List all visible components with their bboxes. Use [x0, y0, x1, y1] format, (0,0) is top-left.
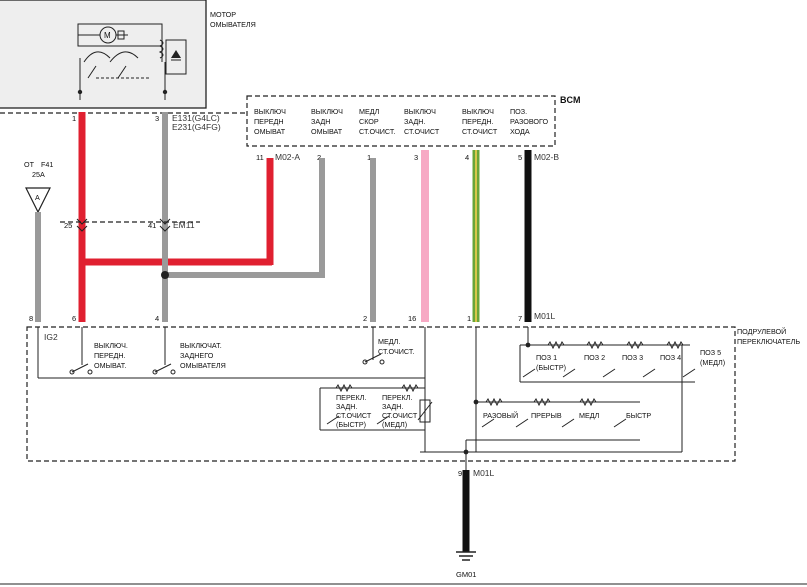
- bcm-pin-2: 2: [317, 153, 321, 162]
- fuse-triangle: [25, 187, 51, 214]
- splice-dot: [161, 271, 169, 279]
- fuse-rating: 25A: [32, 170, 45, 179]
- bcm-label-6-line-2: РАЗОВОГО: [510, 117, 549, 126]
- bcm-label-1-line-3: ОМЫВАТ: [254, 127, 286, 136]
- bcm-label-2-line-2: ЗАДН: [311, 117, 330, 126]
- pos-4: ПОЗ 4: [660, 353, 681, 362]
- bcm-label-6-line-3: ХОДА: [510, 127, 530, 136]
- sw-rear-fast-2: ЗАДН.: [336, 402, 357, 411]
- bcm-label-4-line-3: СТ.ОЧИСТ: [404, 127, 440, 136]
- motor-symbol: M: [77, 23, 187, 100]
- bcm-label-6-line-1: ПОЗ.: [510, 107, 527, 116]
- bcm-label-4-line-2: ЗАДН.: [404, 117, 425, 126]
- mode-single: РАЗОВЫЙ: [483, 411, 518, 420]
- switch-pin-1: 1: [467, 314, 471, 323]
- bcm-pin-11: 11: [256, 153, 264, 162]
- bcm-pin-3: 3: [414, 153, 418, 162]
- sw-slow-1: МЕДЛ.: [378, 337, 400, 346]
- switch-pin-8: 8: [29, 314, 33, 323]
- splice-connector: EM11: [173, 220, 195, 230]
- sw-rear-fast-1: ПЕРЕКЛ.: [336, 393, 366, 402]
- mode-fast: БЫСТР: [626, 411, 651, 420]
- sw-front-washer-3: ОМЫВАТ.: [94, 361, 126, 370]
- bcm-pins: 11 2 1 3 4 5: [256, 153, 522, 162]
- bcm-label-3-line-2: СКОР: [359, 117, 379, 126]
- switch-pin-bottom: 9: [458, 469, 462, 478]
- switch-pin-16: 16: [408, 314, 416, 323]
- sw-slow-2: СТ.ОЧИСТ.: [378, 347, 414, 356]
- sw-rear-washer-2: ЗАДНЕГО: [180, 351, 214, 360]
- sw-rear-slow-4: (МЕДЛ): [382, 420, 407, 429]
- switch-title-line2: ПЕРЕКЛЮЧАТЕЛЬ: [737, 337, 800, 346]
- bcm-label-1-line-2: ПЕРЕДН: [254, 117, 284, 126]
- bcm-connector-right: M02-B: [534, 152, 559, 162]
- motor-pin-3: 3: [155, 114, 159, 123]
- bcm-pin-4: 4: [465, 153, 469, 162]
- washer-motor-block: МОТОР ОМЫВАТЕЛЯ M 1 3 E131(G4LC): [0, 0, 256, 132]
- motor-connector-1: E131(G4LC): [172, 113, 220, 123]
- sw-front-washer-1: ВЫКЛЮЧ.: [94, 341, 128, 350]
- pos-1: ПОЗ 1: [536, 353, 557, 362]
- switch-pin-2: 2: [363, 314, 367, 323]
- bcm-connector-left: M02-A: [275, 152, 300, 162]
- fuse-name: F41: [41, 160, 53, 169]
- motor-title-line1: МОТОР: [210, 10, 236, 19]
- mode-slow: МЕДЛ: [579, 411, 600, 420]
- mode-interval: ПРЕРЫВ: [531, 411, 562, 420]
- bcm-pin-5: 5: [518, 153, 522, 162]
- bcm-label-5-line-2: ПЕРЕДН.: [462, 117, 494, 126]
- splice-pin-25: 25: [64, 221, 72, 230]
- bcm-label-3-line-3: СТ.ОЧИСТ.: [359, 127, 395, 136]
- bcm-labels: ВЫКЛЮЧПЕРЕДНОМЫВАТВЫКЛЮЧЗАДНОМЫВАТМЕДЛСК…: [254, 107, 549, 136]
- bcm-pin-1: 1: [367, 153, 371, 162]
- switch-connector-bottom: M01L: [473, 468, 495, 478]
- fuse-f41: ОТ F41 25A A: [24, 160, 53, 214]
- motor-pin-1: 1: [72, 114, 76, 123]
- ground-gm01: GM01: [456, 551, 476, 579]
- switch-pin-6: 6: [72, 314, 76, 323]
- sw-rear-fast-4: (БЫСТР): [336, 420, 366, 429]
- fuse-letter: A: [35, 193, 40, 202]
- pos-5-sub: (МЕДЛ): [700, 358, 725, 367]
- pos-2: ПОЗ 2: [584, 353, 605, 362]
- switch-title-line1: ПОДРУЛЕВОЙ: [737, 327, 786, 336]
- bcm-block: BCM ВЫКЛЮЧПЕРЕДНОМЫВАТВЫКЛЮЧЗАДНОМЫВАТМЕ…: [246, 95, 581, 162]
- switch-pin-7: 7: [518, 314, 522, 323]
- bcm-title: BCM: [560, 95, 581, 105]
- wires: [35, 112, 532, 552]
- switch-connector-top: M01L: [534, 311, 556, 321]
- bcm-label-3-line-1: МЕДЛ: [359, 107, 380, 116]
- bcm-label-4-line-1: ВЫКЛЮЧ: [404, 107, 436, 116]
- bcm-label-2-line-1: ВЫКЛЮЧ: [311, 107, 343, 116]
- sw-rear-washer-1: ВЫКЛЮЧАТ.: [180, 341, 222, 350]
- sw-front-washer-2: ПЕРЕДН.: [94, 351, 126, 360]
- pos-3: ПОЗ 3: [622, 353, 643, 362]
- ground-label: GM01: [456, 570, 476, 579]
- sw-rear-slow-2: ЗАДН.: [382, 402, 403, 411]
- bcm-label-5-line-1: ВЫКЛЮЧ: [462, 107, 494, 116]
- splice-pin-41: 41: [148, 221, 156, 230]
- motor-title-line2: ОМЫВАТЕЛЯ: [210, 20, 256, 29]
- sw-rear-washer-3: ОМЫВАТЕЛЯ: [180, 361, 226, 370]
- svg-text:M: M: [104, 31, 111, 40]
- panel-internals: [37, 327, 696, 470]
- pos-5: ПОЗ 5: [700, 348, 721, 357]
- sw-rear-slow-1: ПЕРЕКЛ.: [382, 393, 412, 402]
- motor-box: [0, 0, 207, 109]
- pos-1-sub: (БЫСТР): [536, 363, 566, 372]
- switch-pin-4: 4: [155, 314, 159, 323]
- bcm-label-1-line-1: ВЫКЛЮЧ: [254, 107, 286, 116]
- bcm-label-2-line-3: ОМЫВАТ: [311, 127, 343, 136]
- bcm-label-5-line-3: СТ.ОЧИСТ: [462, 127, 498, 136]
- panel-pins: 8 6 4 2 16 1 7: [29, 314, 522, 323]
- ig2-label: IG2: [44, 332, 58, 342]
- steering-switch-block: ПОДРУЛЕВОЙ ПЕРЕКЛЮЧАТЕЛЬ M01L 8 6 4 2 16 1 7 I…: [26, 311, 800, 478]
- motor-connector-2: E231(G4FG): [172, 122, 221, 132]
- sw-rear-fast-3: СТ.ОЧИСТ: [336, 411, 372, 420]
- sw-rear-slow-3: СТ.ОЧИСТ: [382, 411, 418, 420]
- fuse-from: ОТ: [24, 160, 35, 169]
- splice-em11: 25 41 EM11: [60, 218, 200, 232]
